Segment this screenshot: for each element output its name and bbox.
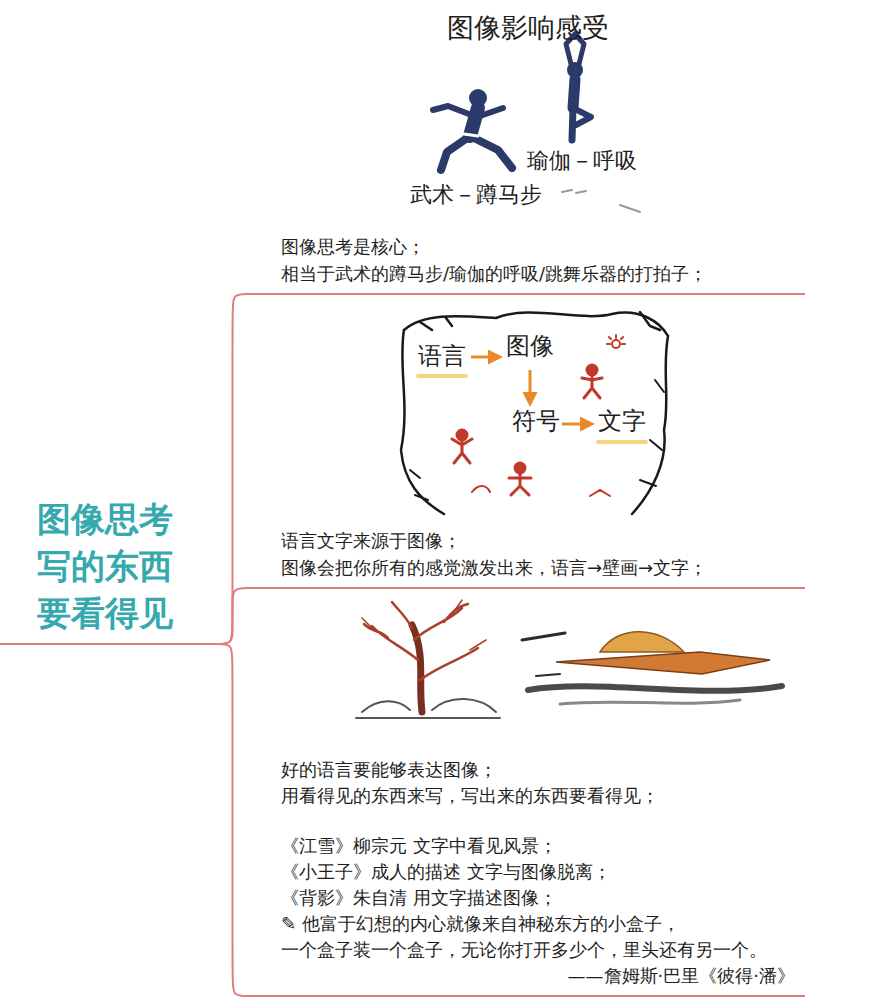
branch-text: ✎ 他富于幻想的内心就像来自神秘东方的小盒子， [281,911,805,937]
martial-arts-figure [433,89,512,170]
branch-text: 图像会把你所有的感觉激发出来，语言→壁画→文字； [281,554,805,581]
tree-sketch [356,600,500,718]
illustration-label: 语言 [418,343,466,371]
illustration-label: 符号 [512,408,560,436]
branch-connector [215,588,250,644]
topic-text: 图像思考 写的东西 要看得见 [37,496,183,637]
illustration-label: 图像 [506,333,554,361]
yoga-figure [566,34,591,140]
boat-sketch [522,632,782,704]
branch-text: 一个盒子装一个盒子，无论你打开多少个，里头还有另一个。 [281,937,805,963]
branch-text: 相当于武术的蹲马步/瑜伽的呼吸/跳舞乐器的打拍子； [281,260,805,287]
illustration-label: 文字 [598,408,646,436]
branch-text: 好的语言要能够表达图像； [281,757,805,783]
branch-topic: 好的语言要能够表达图像；用看得见的东西来写，写出来的东西要看得见； 《江雪》柳宗元… [250,757,805,997]
branch-text: 《背影》朱自清 用文字描述图像； [281,885,805,911]
branch-topic: 语言文字来源于图像；图像会把你所有的感觉激发出来，语言→壁画→文字； [250,527,805,589]
ground-marks [562,190,640,212]
branch-connector [215,294,250,644]
highlight-bars [418,376,646,442]
branch-text: 语言文字来源于图像； [281,527,805,554]
illustration-label: 武术－蹲马步 [410,182,542,207]
branch-text: ——詹姆斯·巴里《彼得·潘》 [281,963,805,989]
branch-text: 用看得见的东西来写，写出来的东西要看得见； [281,783,805,809]
branch-text: 《小王子》成人的描述 文字与图像脱离； [281,859,805,885]
central-topic: 图像思考 写的东西 要看得见 [0,496,215,645]
cliff-sketch [401,312,668,514]
branch-text: 图像思考是核心； [281,233,805,260]
branch-topic: 图像思考是核心；相当于武术的蹲马步/瑜伽的呼吸/跳舞乐器的打拍子； [250,233,805,295]
illustration-title: 图像影响感受 [447,12,609,43]
branch-connector [215,644,250,996]
branch-text: 《江雪》柳宗元 文字中看见风景； [281,833,805,859]
illustration-label: 瑜伽－呼吸 [527,148,637,173]
